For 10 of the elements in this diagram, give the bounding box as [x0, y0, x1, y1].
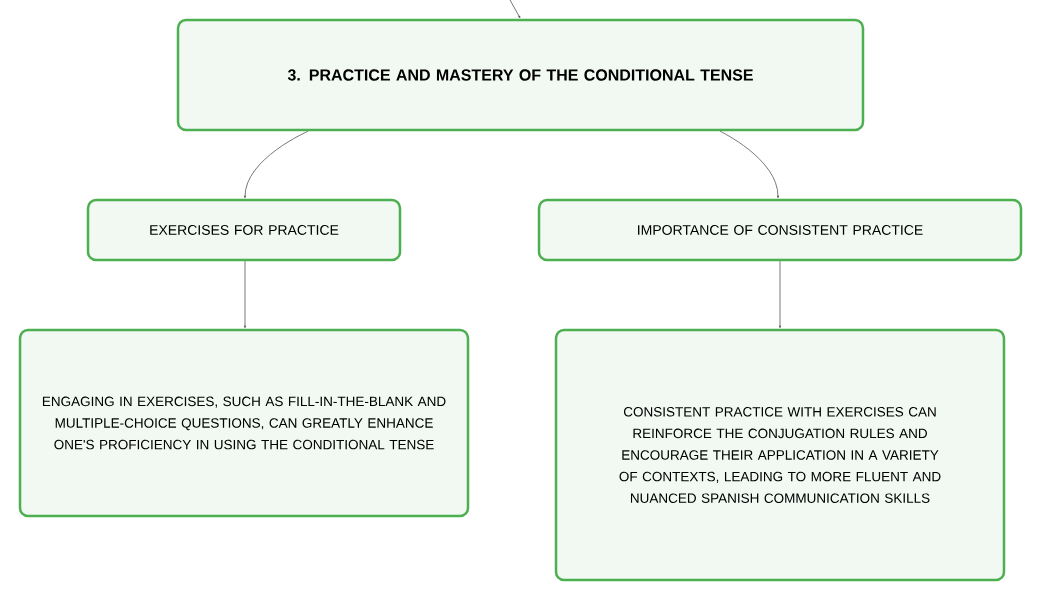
text-box: CONSISTENT PRACTICE WITH EXERCISES CAN REINFORCE THE CONJUGATION RULES AND ENCOURAGE THEIR APPLICATION IN A VARIETY OF CONTEXTS, LEADING TO MORE FLUENT AND NUANCED SPANISH COMMUNICATION SKILLS [554, 328, 1006, 582]
subtopic-box: IMPORTANCE OF CONSISTENT PRACTICE [537, 198, 1023, 262]
subtopic-box: EXERCISES FOR PRACTICE [86, 198, 402, 262]
arrow [243, 260, 247, 329]
text-box: ENGAGING IN EXERCISES, SUCH AS FILL-IN-THE-BLANK AND MULTIPLE-CHOICE QUESTIONS, CAN GREATLY ENHANCE ONE'S PROFICIENCY IN USING THE CONDITIONAL TENSE [18, 328, 470, 518]
arrow [509, 0, 521, 19]
arrow [778, 260, 782, 329]
topic-box: 3. PRACTICE AND MASTERY OF THE CONDITIONAL TENSE [176, 18, 865, 132]
arrow [243, 130, 309, 199]
arrow [719, 130, 780, 199]
